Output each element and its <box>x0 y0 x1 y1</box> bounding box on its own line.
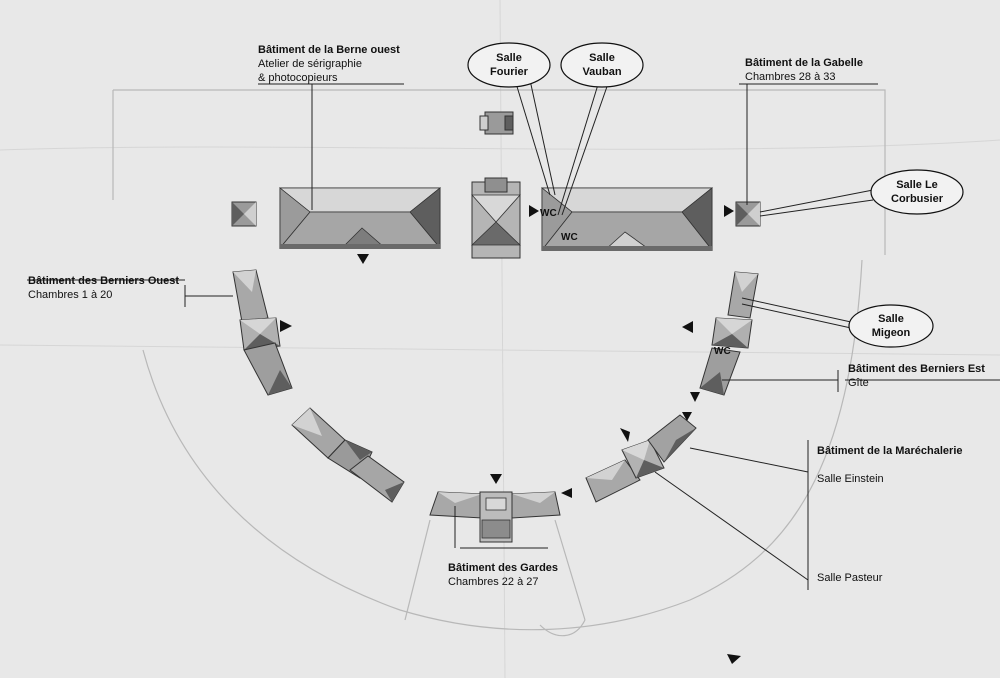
label-gabelle-title: Bâtiment de la Gabelle <box>745 57 863 69</box>
bubble-shapes <box>467 42 964 348</box>
label-berne-ouest-title: Bâtiment de la Berne ouest <box>258 44 400 56</box>
bubble-corbusier-line2: Corbusier <box>891 193 943 205</box>
wc-marker-2: WC <box>561 232 578 243</box>
bubble-salle-fourier[interactable]: Salle Fourier <box>470 51 548 79</box>
label-gardes-title: Bâtiment des Gardes <box>448 562 559 574</box>
site-outline <box>112 89 886 637</box>
bubble-vauban-line1: Salle <box>589 52 615 64</box>
label-gabelle: Bâtiment de la Gabelle Chambres 28 à 33 <box>745 56 863 84</box>
label-marechalerie-title: Bâtiment de la Maréchalerie <box>817 445 963 457</box>
wc-marker-3: WC <box>714 346 731 357</box>
leader-lines <box>27 77 1000 590</box>
bubble-salle-le-corbusier[interactable]: Salle Le Corbusier <box>873 178 961 206</box>
label-berniers-ouest-title: Bâtiment des Berniers Ouest <box>28 275 179 287</box>
building-berniers-ouest[interactable] <box>232 269 293 396</box>
label-berniers-est: Bâtiment des Berniers Est Gîte <box>848 362 985 390</box>
entrance-arrows <box>280 205 741 664</box>
label-gardes: Bâtiment des Gardes Chambres 22 à 27 <box>448 561 558 589</box>
wc-marker-1: WC <box>540 208 557 219</box>
building-gabelle[interactable] <box>540 187 714 252</box>
label-berniers-est-sub: Gîte <box>848 377 869 389</box>
label-marechalerie: Bâtiment de la Maréchalerie <box>817 444 963 458</box>
label-gardes-sub: Chambres 22 à 27 <box>448 576 539 588</box>
label-berne-ouest: Bâtiment de la Berne ouest Atelier de sé… <box>258 43 400 85</box>
building-berne-ouest[interactable] <box>278 187 442 250</box>
bubble-migeon-line1: Salle <box>878 313 904 325</box>
label-berne-ouest-line2: & photocopieurs <box>258 72 338 84</box>
label-berniers-ouest: Bâtiment des Berniers Ouest Chambres 1 à… <box>28 274 179 302</box>
pavilion-corbusier[interactable] <box>735 201 761 227</box>
building-berniers-est[interactable] <box>699 271 759 396</box>
pavilion-west <box>231 201 257 227</box>
bubble-salle-vauban[interactable]: Salle Vauban <box>563 51 641 79</box>
label-berniers-ouest-sub: Chambres 1 à 20 <box>28 289 113 301</box>
label-berne-ouest-line1: Atelier de sérigraphie <box>258 58 362 70</box>
bubble-vauban-line2: Vauban <box>582 66 622 78</box>
bubble-salle-migeon[interactable]: Salle Migeon <box>851 312 931 340</box>
bubble-corbusier-line1: Salle Le <box>896 179 938 191</box>
building-central <box>471 111 521 259</box>
bubble-migeon-line2: Migeon <box>871 327 911 339</box>
label-gabelle-sub: Chambres 28 à 33 <box>745 71 836 83</box>
label-salle-pasteur[interactable]: Salle Pasteur <box>817 572 883 584</box>
label-salle-einstein[interactable]: Salle Einstein <box>817 473 884 485</box>
label-berniers-est-title: Bâtiment des Berniers Est <box>848 363 985 375</box>
bubble-fourier-line1: Salle <box>496 52 522 64</box>
bubble-fourier-line2: Fourier <box>490 66 528 78</box>
building-south-west <box>291 407 405 503</box>
building-marechalerie[interactable] <box>585 414 697 503</box>
building-gardes[interactable] <box>429 491 561 543</box>
